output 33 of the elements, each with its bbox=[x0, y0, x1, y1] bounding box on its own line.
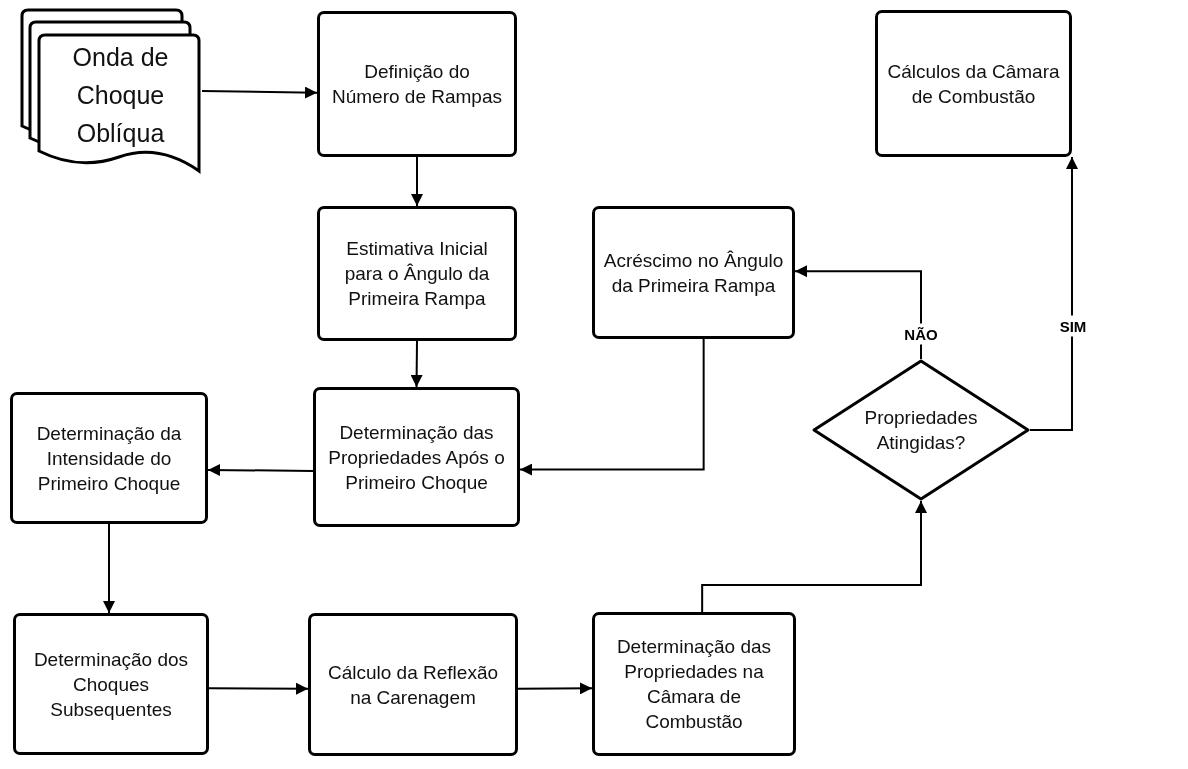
process-box bbox=[317, 11, 517, 157]
node-text: Estimativa Inicial para o Ângulo da Primeira Rampa bbox=[343, 237, 491, 311]
process-box bbox=[592, 206, 795, 339]
node-text: Onda de Choque Oblíqua bbox=[71, 42, 170, 149]
arrow bbox=[103, 523, 116, 614]
node-text: Acréscimo no Ângulo da Primeira Rampa bbox=[602, 248, 785, 298]
arrow bbox=[411, 156, 423, 207]
process-box bbox=[313, 387, 520, 527]
node-text: Determinação dos Choques Subsequentes bbox=[32, 647, 190, 722]
arrow bbox=[517, 682, 593, 695]
arrow bbox=[519, 338, 705, 476]
arrow bbox=[701, 500, 927, 613]
node-text: Propriedades Atingidas? bbox=[863, 406, 979, 455]
process-box bbox=[592, 612, 796, 756]
multi-document-shape bbox=[20, 8, 202, 174]
node-text: Cálculo da Reflexão na Carenagem bbox=[326, 660, 499, 710]
arrow bbox=[410, 340, 423, 388]
arrow bbox=[207, 464, 314, 476]
process-box bbox=[10, 392, 208, 524]
process-box bbox=[317, 206, 517, 341]
arrow bbox=[1029, 156, 1078, 431]
arrow bbox=[794, 265, 922, 360]
process-box bbox=[875, 10, 1072, 157]
arrow bbox=[208, 682, 309, 695]
arrow bbox=[201, 86, 318, 99]
node-text: Determinação das Propriedades Após o Primeiro Choque bbox=[327, 420, 506, 495]
node-text: Determinação da Intensidade do Primeiro Choque bbox=[35, 421, 183, 496]
decision-diamond bbox=[812, 359, 1030, 501]
node-text: Determinação das Propriedades na Câmara de Combustão bbox=[615, 635, 773, 734]
process-box bbox=[308, 613, 518, 756]
node-text: Cálculos da Câmara de Combustão bbox=[886, 59, 1061, 109]
node-text: Definição do Número de Rampas bbox=[331, 60, 503, 109]
process-box bbox=[13, 613, 209, 755]
